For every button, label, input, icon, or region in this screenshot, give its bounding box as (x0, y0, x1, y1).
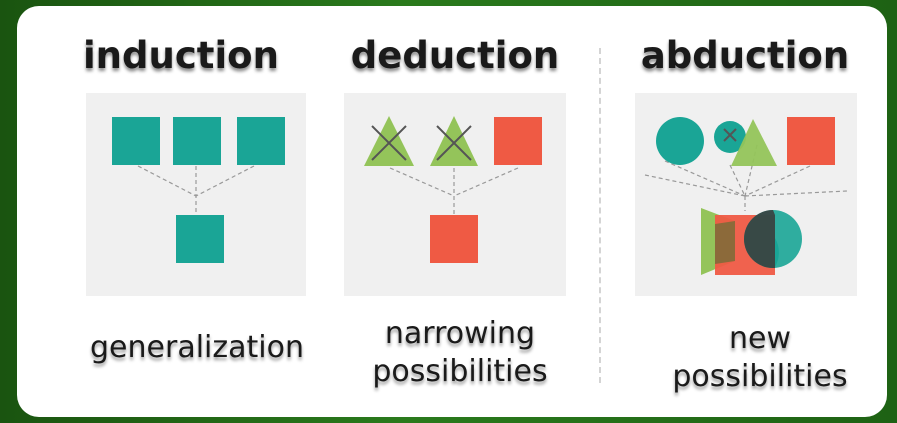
green-triangle-icon (430, 116, 478, 166)
connector-line (744, 190, 848, 197)
connector-line (729, 164, 746, 197)
induction-illustration (112, 117, 285, 263)
teal-square-icon (237, 117, 285, 165)
caption-deduction: narrowing possibilities (340, 315, 580, 391)
connector-line (389, 167, 455, 197)
green-triangle-icon (364, 116, 414, 166)
red-square-icon (430, 215, 478, 263)
deduction-panel (344, 93, 566, 296)
cross-mark-icon (371, 125, 407, 161)
overlap-blend-icon (715, 221, 735, 264)
connector-line (137, 165, 197, 197)
heading-induction: induction (83, 34, 279, 77)
teal-circle-icon (656, 117, 704, 165)
caption-induction: generalization (66, 329, 328, 367)
caption-deduction-line1: narrowing (384, 316, 536, 351)
teal-circle-icon (714, 121, 746, 153)
heading-abduction: abduction (640, 34, 850, 77)
green-triangle-icon (731, 119, 777, 166)
red-square-icon (787, 117, 835, 165)
caption-abduction-line1: new (728, 321, 791, 356)
caption-induction-line1: generalization (90, 330, 304, 365)
cross-mark-icon (436, 125, 472, 161)
teal-square-icon (112, 117, 160, 165)
caption-abduction: new possibilities (640, 320, 880, 396)
caption-abduction-line2: possibilities (672, 359, 848, 394)
induction-panel (86, 93, 306, 296)
connector-line (453, 167, 519, 197)
connector-line (664, 160, 746, 197)
connector-line (644, 174, 746, 197)
overlap-blend-icon (744, 210, 775, 268)
connector-line (195, 165, 255, 197)
abduction-illustration (644, 117, 848, 275)
red-square-icon (494, 117, 542, 165)
cross-mark-icon (723, 128, 737, 142)
teal-square-icon (173, 117, 221, 165)
heading-deduction: deduction (350, 34, 560, 77)
dashed-divider (599, 48, 601, 383)
teal-square-icon (176, 215, 224, 263)
deduction-illustration (364, 116, 542, 263)
abduction-panel (635, 93, 857, 296)
caption-deduction-line2: possibilities (372, 354, 548, 389)
connector-line (744, 165, 811, 197)
